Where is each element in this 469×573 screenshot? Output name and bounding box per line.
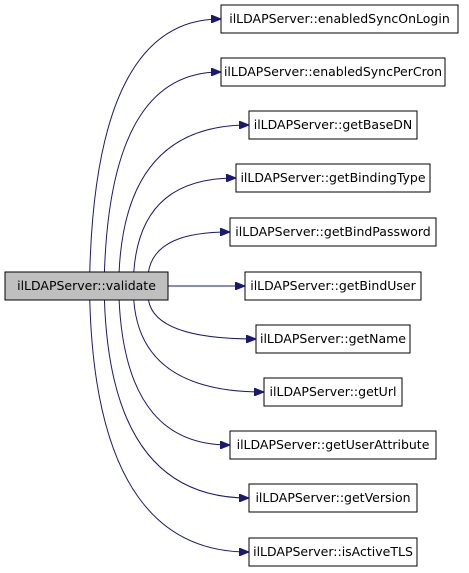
target-node-label: ilLDAPServer::getUrl: [270, 384, 397, 399]
call-edge-arrow: [147, 232, 229, 273]
target-node-box: [220, 57, 446, 87]
target-node-getuserattribute[interactable]: ilLDAPServer::getUserAttribute: [229, 430, 437, 460]
call-edge-arrow: [118, 299, 229, 445]
target-node-isactivetls[interactable]: ilLDAPServer::isActiveTLS: [248, 537, 418, 567]
source-node-validate[interactable]: ilLDAPServer::validate: [4, 271, 169, 301]
target-node-box: [255, 324, 411, 354]
target-node-label: ilLDAPServer::enabledSyncPerCron: [224, 64, 442, 79]
call-edge-arrow: [89, 299, 248, 552]
target-node-getbindingtype[interactable]: ilLDAPServer::getBindingType: [235, 163, 431, 193]
call-edge-arrow: [133, 178, 235, 273]
target-node-box: [229, 217, 437, 247]
target-node-getbindpassword[interactable]: ilLDAPServer::getBindPassword: [229, 217, 437, 247]
target-node-label: ilLDAPServer::isActiveTLS: [253, 544, 413, 559]
target-node-getversion[interactable]: ilLDAPServer::getVersion: [248, 483, 418, 513]
target-node-getname[interactable]: ilLDAPServer::getName: [255, 324, 411, 354]
target-node-label: ilLDAPServer::getUserAttribute: [237, 437, 430, 452]
target-node-label: ilLDAPServer::getBindUser: [250, 278, 416, 293]
call-edge-arrow: [89, 19, 220, 273]
target-node-box: [263, 377, 403, 407]
target-node-box: [244, 271, 422, 301]
target-node-box: [229, 430, 437, 460]
target-node-label: ilLDAPServer::getName: [260, 331, 406, 346]
target-node-label: ilLDAPServer::getBaseDN: [254, 117, 413, 132]
target-node-box: [220, 4, 459, 34]
target-node-getbinduser[interactable]: ilLDAPServer::getBindUser: [244, 271, 422, 301]
target-node-box: [248, 537, 418, 567]
target-node-label: ilLDAPServer::enabledSyncOnLogin: [229, 11, 450, 26]
target-node-box: [248, 110, 418, 140]
call-edge-arrow: [133, 299, 263, 392]
target-node-box: [248, 483, 418, 513]
target-node-geturl[interactable]: ilLDAPServer::getUrl: [263, 377, 403, 407]
target-node-label: ilLDAPServer::getBindingType: [240, 170, 425, 185]
target-node-label: ilLDAPServer::getBindPassword: [235, 224, 430, 239]
source-node-box: [4, 271, 169, 301]
target-node-enabledsyncpercron[interactable]: ilLDAPServer::enabledSyncPerCron: [220, 57, 446, 87]
call-edge-arrow: [147, 299, 255, 339]
source-node-label: ilLDAPServer::validate: [17, 278, 156, 293]
target-node-getbasedn[interactable]: ilLDAPServer::getBaseDN: [248, 110, 418, 140]
call-edge-arrow: [103, 72, 220, 273]
call-edge-arrow: [103, 299, 248, 498]
target-node-enabledsynconlogin[interactable]: ilLDAPServer::enabledSyncOnLogin: [220, 4, 459, 34]
edges-group: [89, 19, 263, 552]
call-edge-arrow: [118, 125, 248, 273]
target-node-box: [235, 163, 431, 193]
target-node-label: ilLDAPServer::getVersion: [255, 490, 410, 505]
